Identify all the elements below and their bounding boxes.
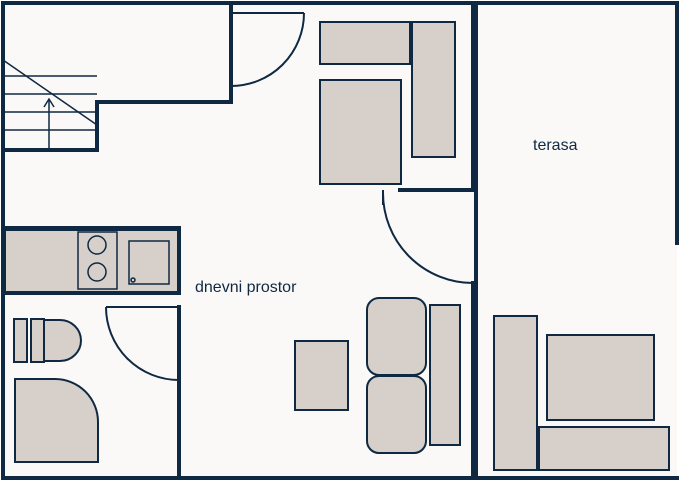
stair-arrow-head [43,97,55,108]
terrace-table [546,334,655,421]
staircase [2,59,98,148]
armchair-top [366,297,427,376]
terrace-bench [538,426,670,471]
side-table [294,340,349,411]
toilet-bowl [43,319,82,362]
lounger [493,315,538,471]
bathroom-fixtures [13,318,99,463]
wardrobe [411,21,456,158]
terrace-furniture [493,315,670,471]
door-top-swing [230,12,305,87]
armchair-bottom [366,375,427,454]
shelf [319,21,411,65]
door-living-swing [382,192,474,284]
stair-diagonal [2,59,98,126]
shower-tray [14,378,99,463]
toilet-seat-back [30,318,45,363]
tap-icon [130,277,136,283]
toilet-tank [13,318,28,363]
doors [105,12,474,381]
door-bathroom-swing [105,306,180,381]
room-label-terrace: terasa [533,137,578,154]
wall-stair-enclosure [1,1,233,152]
counter-top [4,229,179,293]
living-furniture [294,21,461,454]
sink [128,240,170,285]
room-label-living: dnevni prostor [195,279,297,296]
hotplate-icon [87,235,107,255]
hotplate-icon [87,262,107,282]
cooktop [77,231,118,290]
sofa-back [429,304,461,446]
kitchen-counter [4,229,179,293]
bed [319,79,402,185]
